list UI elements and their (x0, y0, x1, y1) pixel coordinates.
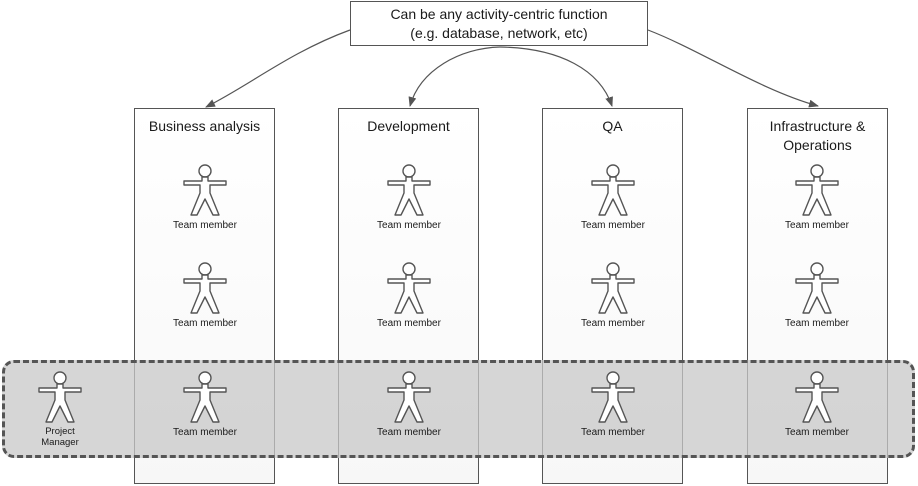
arrow-to-business-analysis (205, 29, 351, 108)
team-member-actor: Team member (558, 262, 668, 330)
team-member-actor: Team member (558, 371, 668, 439)
team-member-actor: Team member (762, 164, 872, 232)
arrow-to-infrastructure (647, 29, 819, 108)
person-icon (795, 371, 839, 423)
actor-label: Team member (173, 220, 237, 231)
team-member-actor: Team member (354, 262, 464, 330)
arrow-to-qa (499, 46, 613, 107)
actor-label: Team member (377, 318, 441, 329)
actor-label-line: Manager (41, 437, 79, 448)
team-member-actor: Team member (150, 262, 260, 330)
person-icon (387, 262, 431, 314)
actor-label: Team member (785, 220, 849, 231)
person-icon (387, 164, 431, 216)
callout-line: Can be any activity-centric function (390, 5, 608, 22)
person-icon (387, 371, 431, 423)
actor-label: Team member (581, 318, 645, 329)
person-icon (591, 262, 635, 314)
actor-label: Team member (377, 427, 441, 438)
actor-label: Team member (785, 318, 849, 329)
person-icon (38, 371, 82, 423)
project-team-band (2, 360, 915, 458)
team-member-actor: Team member (354, 371, 464, 439)
team-member-actor: Team member (150, 164, 260, 232)
column-title: QA (543, 117, 682, 136)
team-member-actor: Team member (354, 164, 464, 232)
actor-label-line: Project (45, 426, 75, 437)
actor-label: Team member (173, 318, 237, 329)
column-title: Business analysis (135, 117, 274, 136)
person-icon (795, 262, 839, 314)
callout-line: (e.g. database, network, etc) (410, 24, 588, 41)
function-callout-box: Can be any activity-centric function (e.… (350, 1, 648, 46)
person-icon (795, 164, 839, 216)
column-title: Infrastructure & Operations (748, 117, 887, 155)
team-member-actor: Team member (762, 371, 872, 439)
column-title-line: QA (602, 118, 623, 134)
column-title-line: Operations (783, 137, 852, 153)
column-title-line: Infrastructure & (769, 118, 866, 134)
actor-label: Project Manager (30, 426, 90, 448)
actor-label: Team member (377, 220, 441, 231)
actor-label: Team member (785, 427, 849, 438)
person-icon (591, 371, 635, 423)
person-icon (591, 164, 635, 216)
column-title-line: Development (367, 118, 450, 134)
team-member-actor: Team member (762, 262, 872, 330)
arrow-to-development (408, 46, 501, 107)
project-manager-actor: Project Manager (30, 371, 90, 448)
person-icon (183, 164, 227, 216)
person-icon (183, 262, 227, 314)
team-member-actor: Team member (150, 371, 260, 439)
actor-label: Team member (581, 220, 645, 231)
column-title: Development (339, 117, 478, 136)
team-member-actor: Team member (558, 164, 668, 232)
actor-label: Team member (173, 427, 237, 438)
person-icon (183, 371, 227, 423)
actor-label: Team member (581, 427, 645, 438)
column-title-line: Business analysis (148, 118, 261, 134)
